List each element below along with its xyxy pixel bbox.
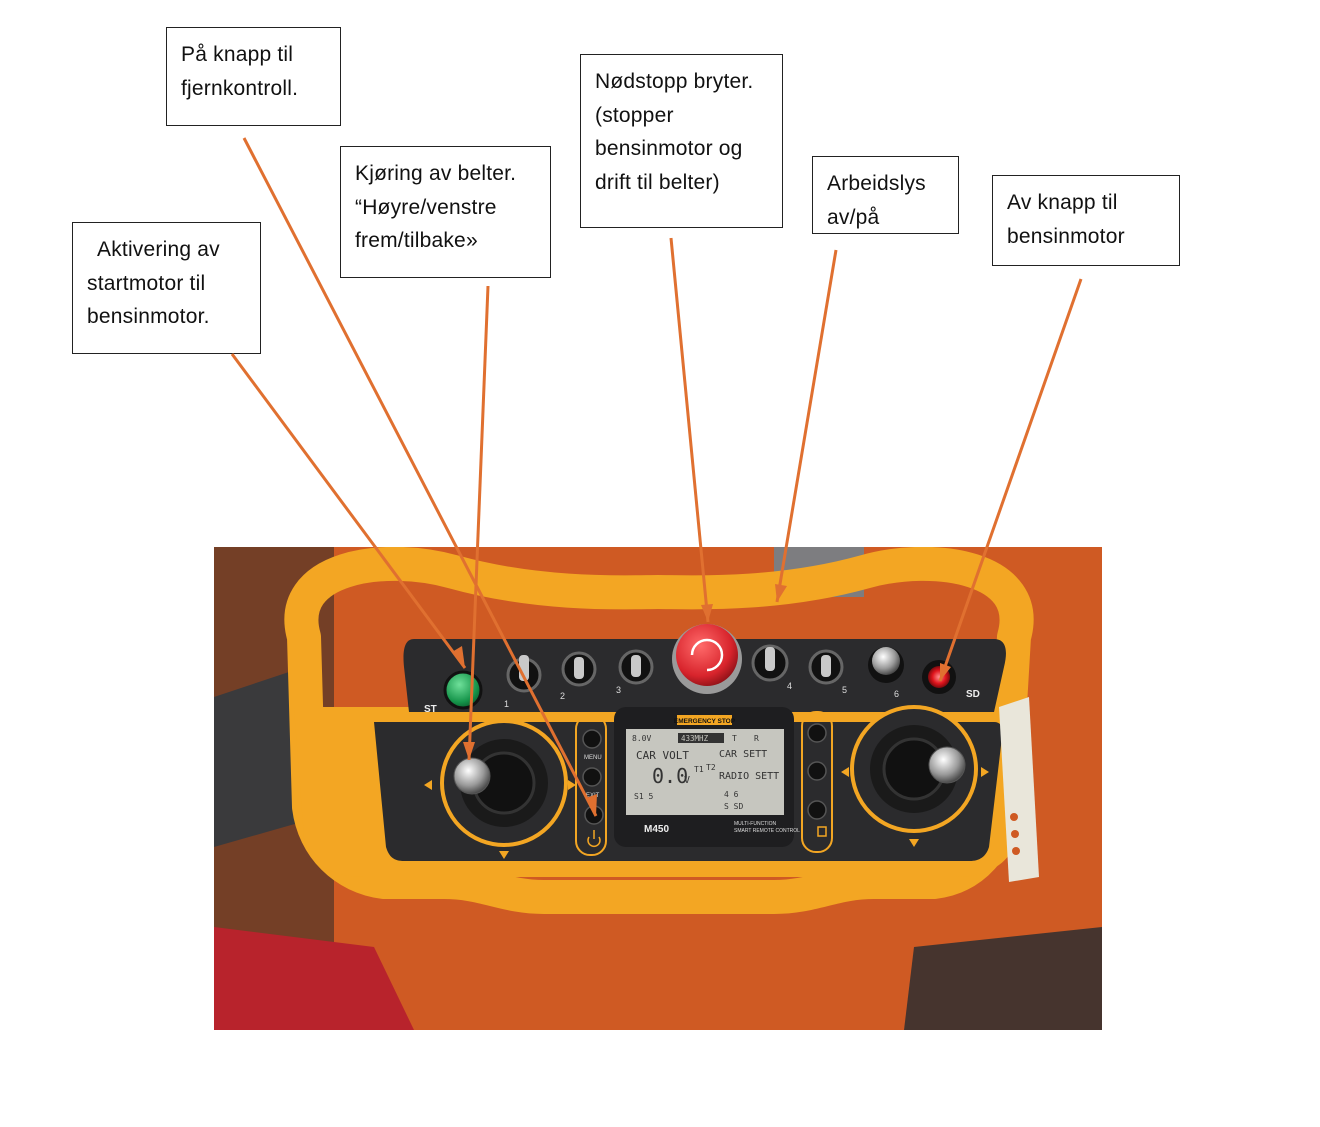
exit-button[interactable] xyxy=(582,767,602,787)
callout-estop-line-2: (stopper xyxy=(595,103,674,127)
lcd-row-c: S SD xyxy=(724,802,743,811)
lcd-car-volt: CAR VOLT xyxy=(636,749,689,762)
model-label: M450 xyxy=(644,824,669,835)
callout-start-line-1: Aktivering av xyxy=(97,238,220,261)
callout-start-line-2: startmotor til xyxy=(87,271,206,295)
lcd-row-b: 4 6 xyxy=(724,790,739,799)
toggle-switch-4[interactable] xyxy=(751,644,789,682)
lcd-rx: R xyxy=(754,734,759,743)
remote-illustration: ST SD xyxy=(214,547,1102,1030)
lcd-screen xyxy=(626,729,784,815)
switch-number-1: 1 xyxy=(504,699,509,709)
lcd-channel: 433MHZ xyxy=(681,734,709,743)
callout-start-line-3: bensinmotor. xyxy=(87,305,210,328)
estop-banner-text: EMERGENCY STOP xyxy=(674,718,736,725)
callout-tracks-line-1: Kjøring av belter. xyxy=(355,162,517,185)
callout-estop-line-1: Nødstopp bryter. xyxy=(595,70,754,93)
right-arrow-right-icon xyxy=(981,767,989,777)
lcd-battery: 8.0V xyxy=(632,734,651,743)
tag-hole-2 xyxy=(1011,830,1019,838)
switch-number-2: 2 xyxy=(560,691,565,701)
menu-label: MENU xyxy=(584,755,602,761)
callout-tracks: Kjøring av belter. “Høyre/venstre frem/t… xyxy=(340,146,551,278)
lanyard-tag xyxy=(999,697,1039,882)
dark-cloth xyxy=(904,927,1102,1030)
callout-off-line-1: Av knapp til xyxy=(1007,191,1118,214)
right-button-1[interactable] xyxy=(807,723,827,743)
callout-tracks-line-2: “Høyre/venstre xyxy=(355,195,497,219)
lcd-volt-value: 0.0 xyxy=(652,764,688,788)
right-arrow-left-icon xyxy=(841,767,849,777)
rotary-knob-6[interactable] xyxy=(868,647,904,683)
tag-hole-1 xyxy=(1010,813,1018,821)
lock-icon xyxy=(817,826,827,837)
right-button-3[interactable] xyxy=(807,800,827,820)
switch-number-4: 4 xyxy=(787,681,792,691)
callout-off: Av knapp til bensinmotor xyxy=(992,175,1180,266)
left-joystick[interactable] xyxy=(440,719,568,847)
callout-power-on-line-1: På knapp til xyxy=(181,43,294,66)
switch-number-5: 5 xyxy=(842,685,847,695)
callout-power-on: På knapp til fjernkontroll. xyxy=(166,27,341,126)
lcd-row-a: S1 5 xyxy=(634,792,653,801)
switch-number-3: 3 xyxy=(616,685,621,695)
callout-power-on-line-2: fjernkontroll. xyxy=(181,76,299,100)
switch-number-6: 6 xyxy=(894,689,899,699)
lcd-t2: T2 xyxy=(706,763,716,772)
right-joystick[interactable] xyxy=(850,705,978,833)
rotate-release-icon xyxy=(690,638,724,672)
left-arrow-down-icon xyxy=(499,851,509,859)
lcd-radio-sett: RADIO SETT xyxy=(719,771,779,782)
right-arrow-down-icon xyxy=(909,839,919,847)
remote-photo: ST SD xyxy=(214,547,1102,1030)
lcd-channel-box xyxy=(678,733,724,743)
tagline-1: MULTI-FUNCTION xyxy=(734,821,777,827)
right-arrow-up-icon xyxy=(869,712,879,720)
sd-label: SD xyxy=(966,689,980,700)
tagline-2: SMART REMOTE CONTROL xyxy=(734,828,800,834)
start-button[interactable] xyxy=(443,670,483,710)
menu-button[interactable] xyxy=(582,729,602,749)
st-label: ST xyxy=(424,704,437,715)
toggle-switch-3[interactable] xyxy=(618,649,654,685)
toggle-switch-2[interactable] xyxy=(561,651,597,687)
tag-hole-3 xyxy=(1012,847,1020,855)
emergency-stop-button[interactable] xyxy=(676,624,738,686)
toggle-switch-5[interactable] xyxy=(808,649,844,685)
callout-estop-line-4: drift til belter) xyxy=(595,170,720,194)
power-button[interactable] xyxy=(584,805,604,825)
lcd-t1: T1 xyxy=(694,765,704,774)
right-button-2[interactable] xyxy=(807,761,827,781)
lcd-volt-unit: V xyxy=(684,775,690,786)
right-button-column xyxy=(801,711,833,853)
callout-start: Aktivering av startmotor til bensinmotor… xyxy=(72,222,261,354)
callout-estop: Nødstopp bryter. (stopper bensinmotor og… xyxy=(580,54,783,228)
power-icon xyxy=(587,830,601,847)
lcd-car-sett: CAR SETT xyxy=(719,749,767,760)
red-can xyxy=(214,927,414,1030)
callout-worklight-line-1: Arbeidslys xyxy=(827,172,926,195)
callout-worklight-line-2: av/på xyxy=(827,205,880,229)
estop-banner xyxy=(677,715,732,725)
exit-label: EXIT xyxy=(586,793,600,799)
callout-worklight: Arbeidslys av/på xyxy=(812,156,959,234)
callout-estop-line-3: bensinmotor og xyxy=(595,137,743,160)
lcd-signal: T xyxy=(732,734,737,743)
callout-off-line-2: bensinmotor xyxy=(1007,224,1125,248)
stop-button-sd[interactable] xyxy=(922,660,956,694)
callout-tracks-line-3: frem/tilbake» xyxy=(355,229,478,252)
